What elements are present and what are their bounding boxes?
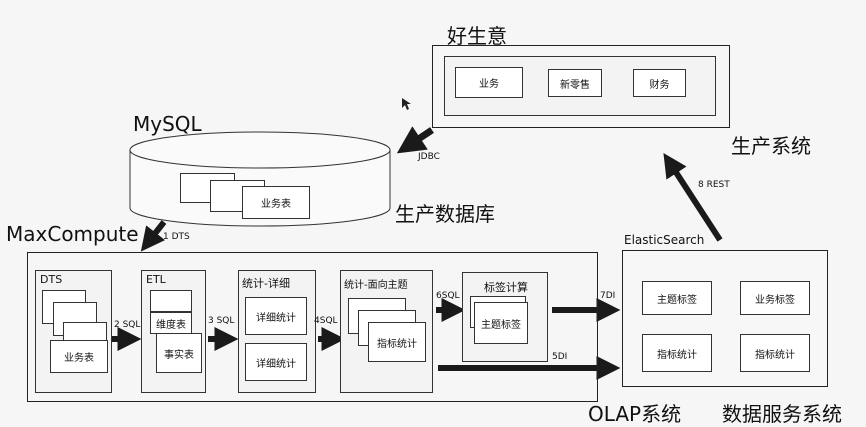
- etl-card-back: [150, 290, 192, 312]
- etl-dim-card: 维度表: [150, 312, 192, 334]
- elastic-card-metric-1: 指标统计: [642, 334, 712, 372]
- rest-arrow: [663, 152, 723, 242]
- elastic-card-subject: 主题标签: [642, 281, 712, 315]
- rest-label: 8 REST: [698, 180, 730, 190]
- stage-subject-title: 统计-面向主题: [344, 280, 408, 291]
- olap-caption: OLAP系统: [588, 402, 682, 426]
- maxcompute-outer: [27, 252, 598, 402]
- production-caption: 生产系统: [731, 134, 811, 158]
- mysql-title: MySQL: [133, 112, 202, 136]
- detail-card-2: 详细统计: [245, 343, 307, 381]
- production-title: 好生意: [447, 24, 507, 48]
- jdbc-arrow: [396, 126, 434, 154]
- dts-table-front: 业务表: [50, 340, 108, 373]
- di7-label: 7DI: [600, 291, 616, 301]
- stage-etl-title: ETL: [146, 273, 166, 286]
- stage-detail-title: 统计-详细: [242, 277, 290, 290]
- tag-card-front: 主题标签: [474, 302, 528, 344]
- elastic-title: ElasticSearch: [624, 233, 705, 247]
- jdbc-label: JDBC: [418, 152, 440, 162]
- prod-item-business: 业务: [455, 67, 523, 98]
- production-outer: [432, 45, 730, 128]
- etl-fact-card: 事实表: [156, 333, 202, 373]
- stage-dts-title: DTS: [40, 273, 63, 286]
- sql4-label: 4SQL: [314, 316, 338, 326]
- subject-card-front: 指标统计: [368, 322, 426, 362]
- dts-arrow: [140, 220, 167, 252]
- mouse-cursor-icon: [402, 98, 411, 110]
- dts-table-mid2: [63, 322, 107, 342]
- prod-item-newretail: 新零售: [548, 69, 602, 97]
- maxcompute-title: MaxCompute: [6, 222, 139, 246]
- detail-card-1: 详细统计: [245, 297, 307, 335]
- prod-item-finance: 财务: [633, 69, 686, 97]
- dts-arrow-label: 1 DTS: [163, 232, 190, 242]
- sql6-label: 6SQL: [436, 291, 460, 301]
- stage-tag-title: 标签计算: [484, 281, 528, 294]
- elastic-caption: 数据服务系统: [722, 402, 842, 426]
- elastic-card-metric-2: 指标统计: [740, 334, 810, 372]
- elastic-card-business: 业务标签: [740, 281, 810, 315]
- sql3-label: 3 SQL: [208, 316, 235, 326]
- mysql-table-front: 业务表: [242, 186, 310, 219]
- di5-label: 5DI: [552, 352, 568, 362]
- sql2-label: 2 SQL: [114, 320, 141, 330]
- mysql-caption: 生产数据库: [395, 202, 495, 226]
